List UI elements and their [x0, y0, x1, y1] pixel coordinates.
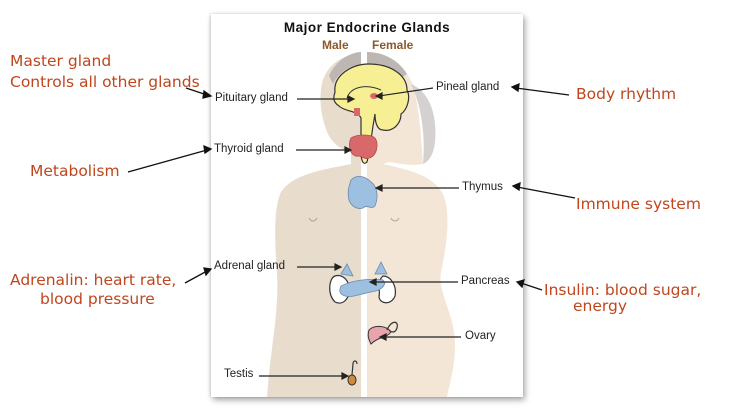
- arrow-body-rhythm: [515, 87, 570, 96]
- label-ovary: Ovary: [465, 330, 496, 342]
- body-illustration: [267, 52, 455, 397]
- annotation-energy: energy: [573, 297, 628, 315]
- testis-shape: [347, 374, 357, 386]
- arrow-insulin: [520, 282, 543, 291]
- endocrine-diagram-panel: Major Endocrine Glands Male Female Pitui…: [211, 14, 523, 397]
- label-thymus: Thymus: [462, 181, 503, 193]
- label-pancreas: Pancreas: [461, 275, 510, 287]
- male-body-half: [267, 54, 361, 397]
- annotation-insulin: Insulin: blood sugar,: [544, 281, 702, 299]
- label-thyroid-gland: Thyroid gland: [214, 143, 284, 155]
- arrow-adrenalin: [184, 270, 208, 284]
- annotation-body-rhythm: Body rhythm: [576, 85, 677, 103]
- annotation-immune-system: Immune system: [576, 195, 701, 213]
- female-body-half: [367, 54, 455, 397]
- annotation-master-gland: Master gland: [10, 52, 112, 70]
- thyroid-gland-shape: [349, 134, 378, 159]
- label-pituitary-gland: Pituitary gland: [215, 92, 288, 104]
- label-testis: Testis: [224, 368, 254, 380]
- pituitary-gland-shape: [354, 108, 360, 116]
- annotation-metabolism: Metabolism: [30, 162, 120, 180]
- subtitle-male: Male: [322, 38, 349, 52]
- arrow-immune-system: [516, 186, 576, 199]
- subtitle-female: Female: [372, 38, 414, 52]
- diagram-title: Major Endocrine Glands: [283, 20, 451, 35]
- thymus-shape: [347, 176, 378, 209]
- annotation-adrenalin: Adrenalin: heart rate,: [10, 271, 177, 289]
- annotation-controls-glands: Controls all other glands: [10, 73, 200, 91]
- arrow-metabolism: [127, 149, 208, 173]
- pineal-gland-shape: [370, 93, 378, 99]
- label-pineal-gland: Pineal gland: [436, 81, 500, 93]
- adrenal-gland-shape: [340, 263, 354, 277]
- annotation-blood-pressure: blood pressure: [40, 290, 155, 308]
- label-adrenal-gland: Adrenal gland: [214, 260, 285, 272]
